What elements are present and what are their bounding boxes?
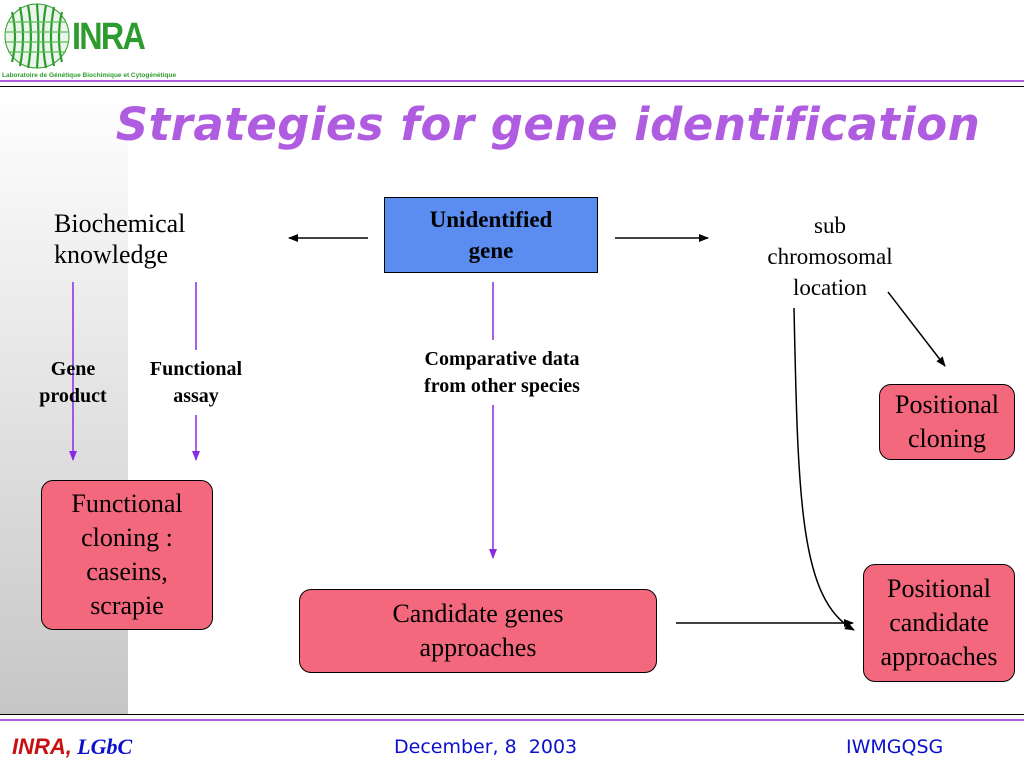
footer-rule-accent — [0, 719, 1024, 721]
logo-subtitle: Laboratoire de Génétique Biochimique et … — [2, 72, 177, 79]
footer-org: INRA, LGbC — [12, 734, 132, 760]
comparative-data-label: Comparative data from other species — [424, 348, 580, 397]
positional-cloning-box: Positional cloning — [879, 384, 1015, 460]
page-title: Strategies for gene identification — [115, 98, 981, 151]
functional-assay-label: Functional assay — [149, 358, 243, 407]
unidentified-gene-label: Unidentified gene — [429, 206, 553, 263]
footer-inra: INRA, — [12, 734, 72, 759]
functional-cloning-box: Functional cloning : caseins, scrapie — [41, 480, 213, 630]
positional-candidate-box: Positional candidate approaches — [863, 564, 1015, 682]
unidentified-gene-box: Unidentified gene — [384, 197, 598, 273]
footer-lab: LGbC — [77, 734, 133, 759]
footer-event: IWMGQSG — [846, 736, 944, 758]
header-rule — [0, 80, 1024, 82]
wheat-globe-icon — [4, 3, 70, 69]
inra-logo: INRA Laboratoire de Génétique Biochimiqu… — [2, 2, 176, 80]
footer-date: December, 8 2003 — [394, 736, 578, 758]
header-rule-thin — [0, 86, 1024, 87]
footer-rule — [0, 714, 1024, 715]
logo-text: INRA — [72, 16, 146, 58]
biochemical-knowledge-label: Biochemical knowledge — [54, 209, 186, 270]
candidate-genes-box: Candidate genes approaches — [299, 589, 657, 673]
arrow-curve-to-positional-candidate — [793, 307, 855, 631]
arrow-to-positional-cloning — [887, 291, 946, 367]
sub-chromosomal-location-label: sub chromosomal location — [767, 213, 893, 301]
gene-product-label: Gene product — [39, 358, 107, 407]
